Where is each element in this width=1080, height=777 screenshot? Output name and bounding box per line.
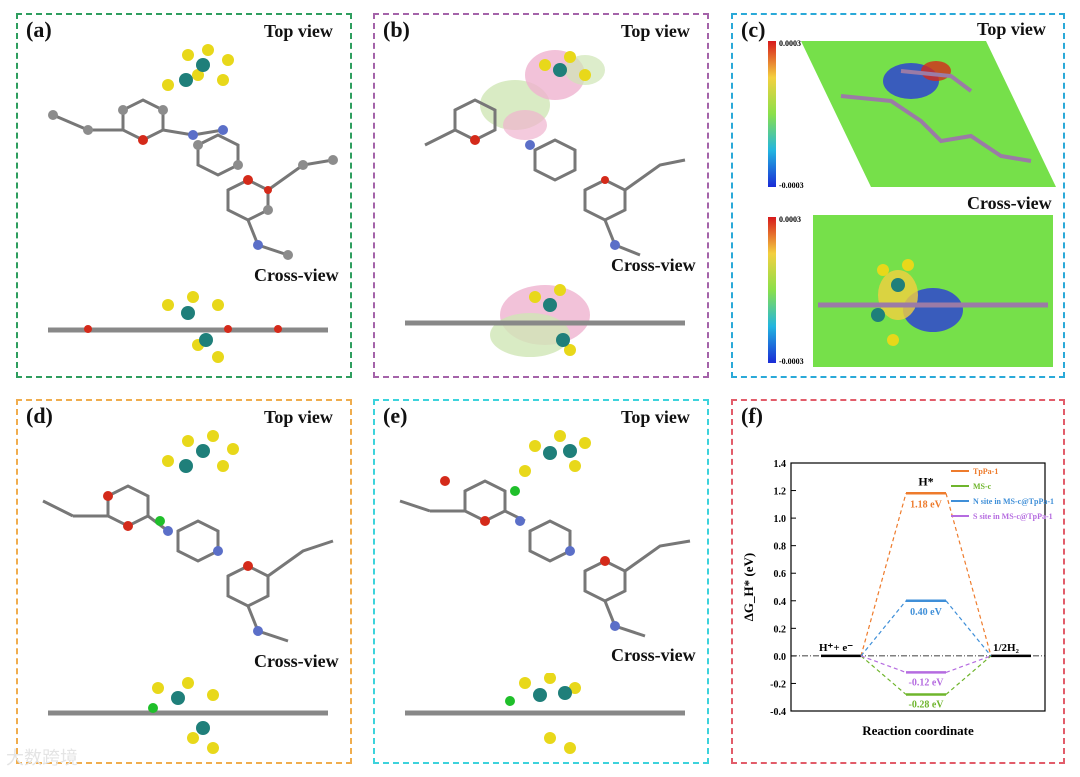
y-tick-label: 1.2: [774, 487, 787, 498]
y-tick-label: 1.4: [774, 459, 787, 470]
intermediate-state-label: H*: [918, 474, 933, 488]
panel-d-cross-view-label: Cross-view: [254, 651, 339, 671]
colorbar-top-min: -0.0003: [779, 181, 804, 190]
y-tick-label: 0.0: [774, 652, 787, 663]
panel-c-colorbar-top: [768, 41, 776, 187]
y-tick-label: 1.0: [774, 514, 787, 525]
panel-a-molecule-top: [48, 44, 338, 260]
connector-line: [860, 655, 907, 673]
y-tick-label: 0.2: [774, 624, 787, 635]
y-tick-label: 0.8: [774, 542, 787, 553]
connector-line: [860, 600, 907, 657]
panel-d-label: (d): [26, 403, 53, 428]
energy-data-label: -0.12 eV: [909, 677, 945, 688]
panel-c-top-view-label: Top view: [977, 19, 1046, 39]
panel-d-top-view-label: Top view: [264, 407, 333, 427]
panel-d: (d) Top view Cross-view: [16, 399, 352, 764]
y-tick-label: 0.4: [774, 597, 787, 608]
plot-frame: [790, 462, 1046, 712]
watermark-text: 大数跨境: [6, 748, 78, 769]
panel-e-top-view-label: Top view: [621, 407, 690, 427]
panel-e-label: (e): [383, 403, 408, 428]
panel-a-cross-view-label: Cross-view: [254, 265, 339, 285]
panel-a-molecule-cross: [48, 291, 328, 363]
panel-c-label: (c): [741, 17, 766, 42]
panel-e-cross-view-label: Cross-view: [611, 645, 696, 665]
connector-line: [945, 600, 992, 657]
energy-data-label: -0.28 eV: [909, 699, 945, 710]
panel-e-molecule-top: [399, 430, 691, 638]
panel-b-charge-density-top: [424, 50, 686, 257]
final-state-label: 1/2H₂: [993, 642, 1020, 654]
panel-b-label: (b): [383, 17, 410, 42]
panel-b-cross-view-label: Cross-view: [611, 255, 696, 275]
colorbar-cross-max: 0.0003: [779, 215, 801, 224]
panel-a-label: (a): [26, 17, 52, 42]
connector-line: [945, 655, 992, 695]
connector-line: [860, 493, 907, 657]
panel-d-molecule-cross: [48, 677, 328, 754]
connector-line: [945, 655, 992, 673]
free-energy-chart: -0.4 -0.2 0.0 0.2 0.4 0.6 0.8 1.0 1.2 1.4 1.18 eV -…: [741, 459, 1054, 738]
colorbar-cross-min: -0.0003: [779, 357, 804, 366]
panel-d-molecule-top: [42, 430, 334, 643]
connector-line: [860, 655, 907, 695]
colorbar-top-max: 0.0003: [779, 39, 801, 48]
y-tick-label: -0.2: [770, 679, 786, 690]
y-tick-label: 0.6: [774, 569, 787, 580]
panel-a-top-view-label: Top view: [264, 21, 333, 41]
panel-b-charge-density-cross: [405, 284, 685, 357]
energy-data-label: 1.18 eV: [910, 499, 942, 510]
panel-c: (c) Top view Cross-view 0.0003 -0.0003 0…: [731, 13, 1065, 378]
legend-entry: N site in MS-c@TpPa-1: [973, 497, 1054, 506]
y-axis-label: ΔG_H* (eV): [741, 553, 756, 621]
panel-c-charge-map-top: [801, 41, 1056, 187]
legend-entry: MS-c: [973, 482, 992, 491]
legend-entry: S site in MS-c@TpPa-1: [973, 512, 1053, 521]
legend-entry: TpPa-1: [973, 467, 998, 476]
x-axis-label: Reaction coordinate: [862, 723, 974, 738]
panel-b: (b) Top view Cross-view: [373, 13, 709, 378]
panel-e: (e) Top view Cross-view: [373, 399, 709, 764]
panel-c-charge-map-cross: [813, 215, 1053, 367]
panel-a: (a) Top view Cross-view: [16, 13, 352, 378]
panel-b-top-view-label: Top view: [621, 21, 690, 41]
initial-state-label: H⁺+ e⁻: [819, 642, 853, 654]
panel-e-molecule-cross: [405, 673, 685, 754]
energy-data-label: 0.40 eV: [910, 607, 942, 618]
panel-c-colorbar-cross: [768, 217, 776, 363]
panel-c-cross-view-label: Cross-view: [967, 193, 1052, 213]
panel-f: (f) -0.4 -0.2 0.0 0.2 0.4 0.6 0.8 1.0 1.2 1.4 1.18…: [731, 399, 1065, 764]
y-tick-label: -0.4: [770, 707, 786, 718]
panel-f-label: (f): [741, 403, 763, 428]
connector-line: [945, 493, 992, 657]
